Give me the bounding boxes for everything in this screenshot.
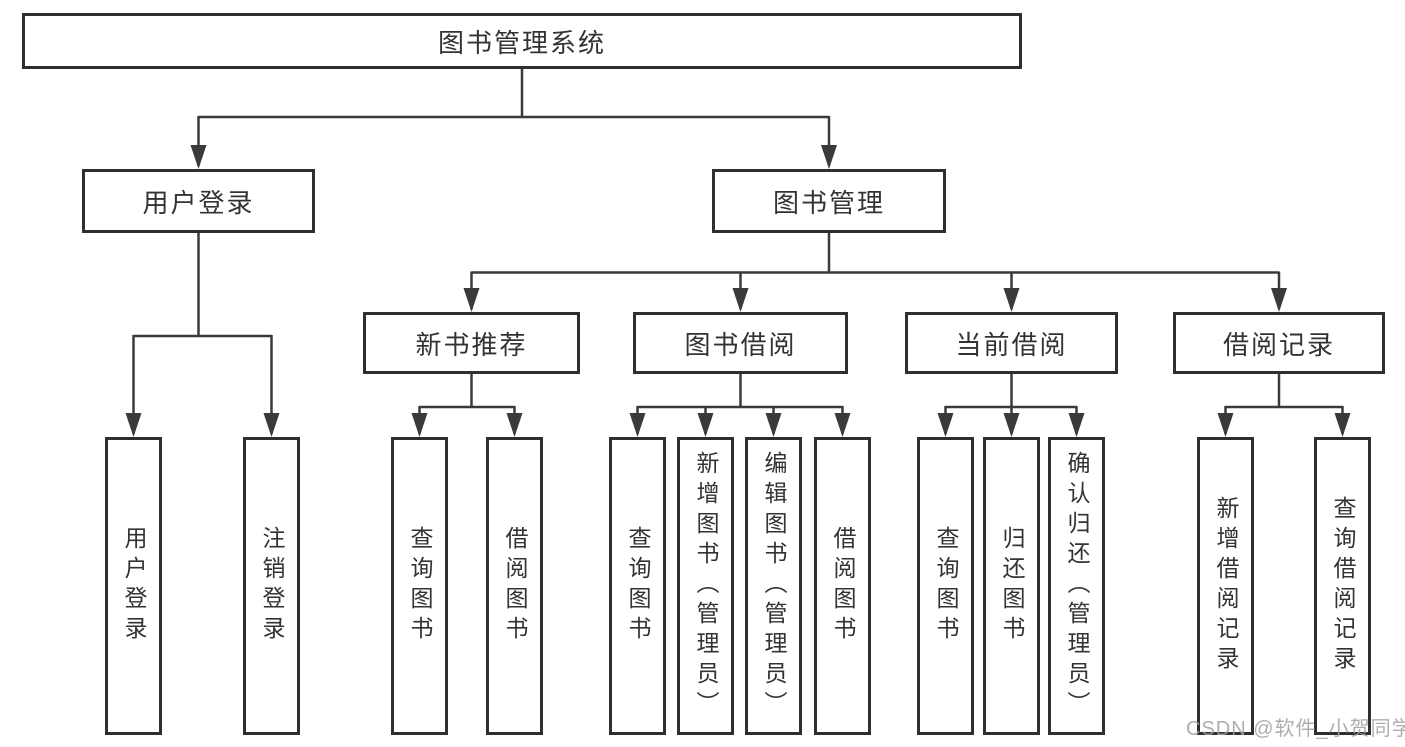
node-label: 确认归还（管理员） [1064,451,1090,721]
csdn-watermark: CSDN @软件_小贺同学 [1186,718,1405,740]
node-root-system: 图书管理系统 [22,13,1022,69]
leaf-add-borrow-record: 新增借阅记录 [1197,437,1254,735]
node-label: 查询借阅记录 [1330,496,1356,676]
node-label: 查询图书 [625,526,651,646]
leaf-borrow-book-recommend: 借阅图书 [486,437,543,735]
node-label: 图书管理系统 [437,27,606,58]
node-label: 当前借阅 [955,329,1068,360]
node-book-borrowing: 图书借阅 [633,312,848,374]
node-label: 查询图书 [933,526,959,646]
node-book-management-branch: 图书管理 [712,169,946,233]
node-label: 借阅图书 [830,526,856,646]
node-label: 用户登录 [121,526,147,646]
node-label: 借阅记录 [1222,329,1335,360]
node-label: 图书管理 [772,187,885,218]
leaf-add-book-admin: 新增图书（管理员） [677,437,734,735]
node-borrowing-records: 借阅记录 [1173,312,1385,374]
leaf-query-borrow-record: 查询借阅记录 [1314,437,1371,735]
node-current-borrowing: 当前借阅 [905,312,1118,374]
leaf-logout: 注销登录 [243,437,300,735]
node-label: 借阅图书 [502,526,528,646]
leaf-query-book-borrowing: 查询图书 [609,437,666,735]
leaf-borrow-book: 借阅图书 [814,437,871,735]
node-user-login-branch: 用户登录 [82,169,315,233]
node-label: 新书推荐 [415,329,528,360]
node-label: 查询图书 [407,526,433,646]
node-label: 归还图书 [999,526,1025,646]
node-label: 图书借阅 [684,329,797,360]
leaf-confirm-return-admin: 确认归还（管理员） [1048,437,1105,735]
node-label: 编辑图书（管理员） [761,451,787,721]
node-label: 注销登录 [259,526,285,646]
leaf-query-book-recommend: 查询图书 [391,437,448,735]
leaf-return-book: 归还图书 [983,437,1040,735]
leaf-edit-book-admin: 编辑图书（管理员） [745,437,802,735]
leaf-query-book-current: 查询图书 [917,437,974,735]
leaf-user-login: 用户登录 [105,437,162,735]
node-label: 新增借阅记录 [1213,496,1239,676]
node-new-book-recommend: 新书推荐 [363,312,580,374]
node-label: 用户登录 [142,187,255,218]
node-label: 新增图书（管理员） [693,451,719,721]
